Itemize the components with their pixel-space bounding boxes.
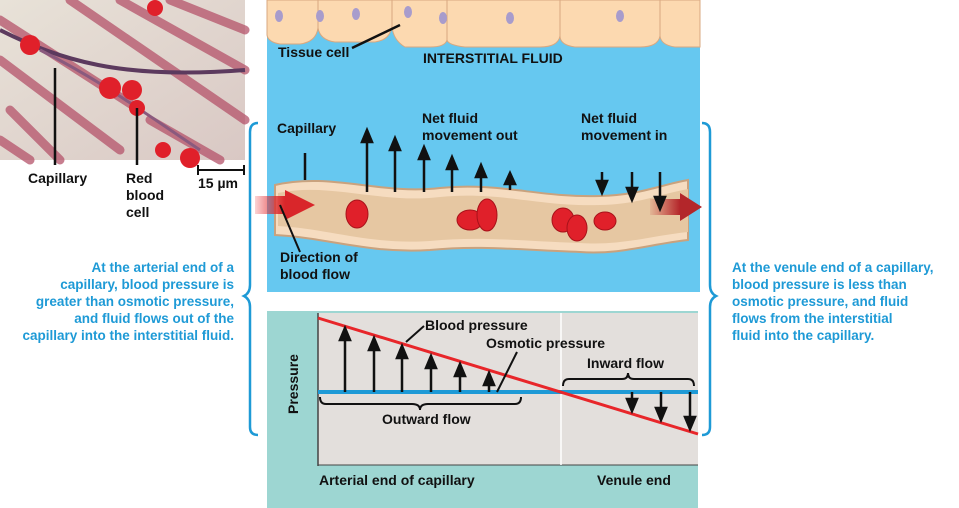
scale-bar [197,165,245,175]
capillary-rbcs [345,198,617,242]
micro-capillary-label: Capillary [28,170,87,186]
net-out-label-1: Net fluid [422,110,478,126]
net-out-label-2: movement out [422,127,518,143]
red-blood-cells [20,0,200,168]
micrograph: Capillary Red blood cell 15 µm [0,0,250,220]
direction-label-1: Direction of [280,249,358,265]
direction-label-2: blood flow [280,266,350,282]
x-left-label: Arterial end of capillary [319,472,475,488]
caption-line: blood pressure is less than [732,277,907,292]
tissue-cell-label: Tissue cell [278,44,349,60]
out-arrows [360,126,517,192]
tissue-cells [266,0,701,48]
caption-line: and fluid flows out of the [74,311,234,326]
net-in-label-2: movement in [581,127,667,143]
rbc-label-3: cell [126,204,149,220]
interstitial-fluid-label: INTERSTITIAL FLUID [423,50,563,66]
arterial-caption: At the arterial end of a capillary, bloo… [22,259,234,344]
direction-arrow-icon [285,190,315,220]
osmotic-pressure-label: Osmotic pressure [486,335,605,351]
inward-flow-label: Inward flow [587,355,664,371]
pressure-chart: Blood pressure Osmotic pressure Outward … [267,311,699,508]
scale-bar-label: 15 µm [198,175,238,191]
caption-line: At the venule end of a capillary, [732,260,934,275]
rbc-label-2: blood [126,187,164,203]
caption-line: fluid into the capillary. [732,328,875,343]
venule-caption: At the venule end of a capillary, blood … [732,259,934,344]
net-in-label-1: Net fluid [581,110,637,126]
blood-pressure-line [317,316,699,436]
caption-line: capillary, blood pressure is [60,277,234,292]
in-arrows [595,172,667,213]
outward-flow-label: Outward flow [382,411,471,427]
caption-line: capillary into the interstitial fluid. [22,328,234,343]
rbc-label-1: Red [126,170,152,186]
pressure-arrows [338,324,697,433]
right-bracket [701,121,719,437]
y-axis-label: Pressure [285,354,301,414]
x-right-label: Venule end [597,472,671,488]
blood-pressure-label: Blood pressure [425,317,528,333]
caption-line: osmotic pressure, and fluid [732,294,909,309]
caption-line: greater than osmotic pressure, [35,294,234,309]
left-bracket [241,121,259,437]
inward-bracket [562,372,695,387]
capillary-panel: Tissue cell INTERSTITIAL FLUID Capillary [255,0,702,292]
exit-arrow-icon [680,193,702,221]
capillary-label: Capillary [277,120,336,136]
caption-line: At the arterial end of a [91,260,234,275]
outward-bracket [319,396,522,411]
caption-line: flows from the interstitial [732,311,893,326]
